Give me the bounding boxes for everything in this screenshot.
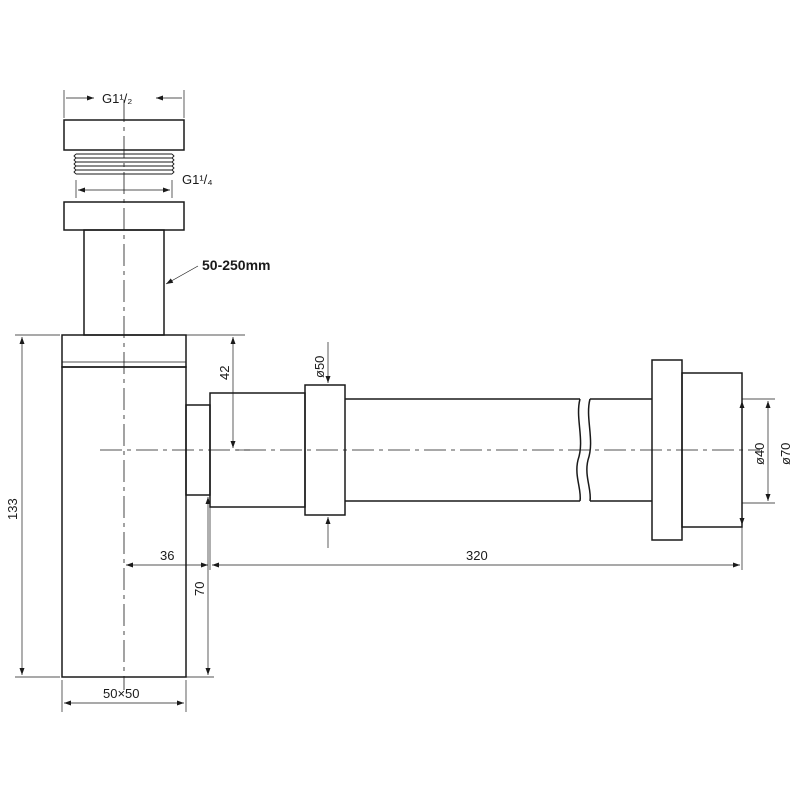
dim-pipe-length: 320: [212, 527, 743, 570]
label-pipe-length: 320: [466, 548, 488, 563]
dim-dia-nut: ø50: [312, 342, 331, 548]
label-height-total: 133: [5, 498, 20, 520]
label-outlet-bottom: 70: [192, 582, 207, 596]
label-thread-top: G1¹/₂: [102, 91, 132, 106]
label-adjust-range: 50-250mm: [202, 257, 271, 273]
label-body-section: 50×50: [103, 686, 140, 701]
dim-dia-flange: ø70: [742, 398, 793, 504]
dim-dia-pipe-inner: ø40: [739, 401, 767, 525]
dim-height-total: 133: [5, 334, 60, 678]
dim-outlet-bottom: 70: [186, 495, 214, 678]
label-dia-flange: ø70: [778, 443, 793, 465]
dim-body-section: 50×50: [61, 680, 187, 712]
label-dia-pipe-inner: ø40: [752, 443, 767, 465]
label-height-outlet: 42: [217, 366, 232, 380]
label-outlet-offset: 36: [160, 548, 174, 563]
dim-thread-inner: G1¹/₄: [75, 172, 213, 198]
label-dia-nut: ø50: [312, 356, 327, 378]
outlet-pipe: [345, 398, 652, 502]
leader-adjust-range: 50-250mm: [165, 257, 271, 285]
dim-thread-top: G1¹/₂: [63, 90, 185, 118]
dim-height-outlet: 42: [186, 334, 250, 451]
label-thread-inner: G1¹/₄: [182, 172, 213, 187]
dim-outlet-offset: 36: [126, 548, 208, 568]
